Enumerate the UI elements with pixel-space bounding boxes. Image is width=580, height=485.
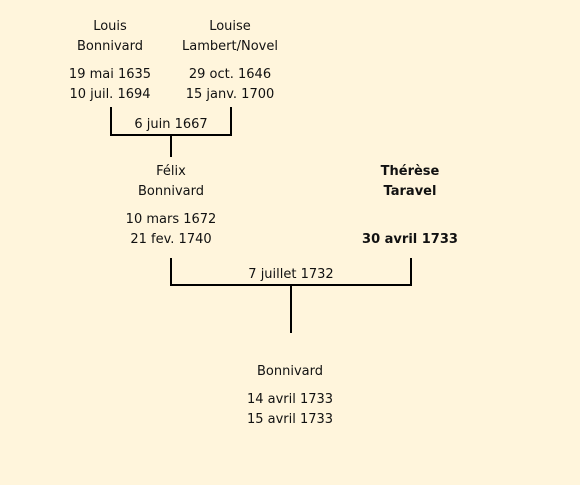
person-last-name: Lambert/Novel xyxy=(182,39,278,54)
descent-line xyxy=(290,286,292,333)
person-child-bonnivard: Bonnivard 14 avril 1733 15 avril 1733 xyxy=(230,362,350,430)
person-birth-date: 10 mars 1672 xyxy=(125,212,217,227)
person-louise-lambert-novel: Louise Lambert/Novel 29 oct. 1646 15 jan… xyxy=(170,17,290,105)
marriage-bracket-right xyxy=(230,107,232,136)
person-birth-date: 14 avril 1733 xyxy=(246,392,334,407)
person-death-date: 15 avril 1733 xyxy=(246,412,334,427)
person-last-name: Bonnivard xyxy=(257,364,323,379)
person-birth-date: 29 oct. 1646 xyxy=(188,67,272,82)
person-last-name: Bonnivard xyxy=(138,184,204,199)
person-death-date: 15 janv. 1700 xyxy=(185,87,275,102)
person-last-name: Bonnivard xyxy=(77,39,143,54)
person-death-date: 10 juil. 1694 xyxy=(69,87,151,102)
person-first-name: Louis xyxy=(93,19,127,34)
person-death-date: 21 fev. 1740 xyxy=(130,232,212,247)
marriage-bracket-left xyxy=(170,258,172,286)
marriage-bracket-bottom xyxy=(170,284,412,286)
person-felix-bonnivard: Félix Bonnivard 10 mars 1672 21 fev. 174… xyxy=(110,162,232,250)
marriage-bracket-bottom xyxy=(110,134,232,136)
person-death-date: 30 avril 1733 xyxy=(362,232,458,247)
descent-line xyxy=(170,136,172,157)
marriage-bracket-right xyxy=(410,258,412,286)
person-louis-bonnivard: Louis Bonnivard 19 mai 1635 10 juil. 169… xyxy=(62,17,158,105)
person-first-name: Louise xyxy=(209,19,251,34)
person-therese-taravel: Thérèse Taravel 30 avril 1733 xyxy=(350,162,470,250)
marriage-date: 7 juillet 1732 xyxy=(248,267,334,282)
marriage-date: 6 juin 1667 xyxy=(134,117,208,132)
person-last-name: Taravel xyxy=(383,184,437,199)
marriage-bracket-left xyxy=(110,107,112,136)
person-first-name: Thérèse xyxy=(380,164,440,179)
person-first-name: Félix xyxy=(156,164,186,179)
person-birth-date xyxy=(350,210,470,230)
person-birth-date: 19 mai 1635 xyxy=(68,67,152,82)
